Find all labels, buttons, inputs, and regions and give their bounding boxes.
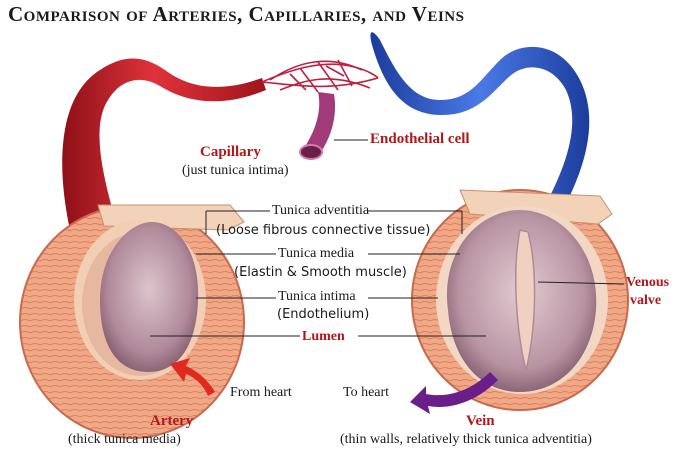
to-heart-arrow <box>410 372 498 414</box>
from-heart-label: From heart <box>230 385 292 400</box>
tunica-adventitia-note: (Loose fibrous connective tissue) <box>216 223 431 238</box>
leader-lines <box>150 139 625 337</box>
capillary-label: Capillary <box>200 144 261 160</box>
vein-tube <box>370 32 590 215</box>
venous-valve-label-line1: Venous <box>626 275 670 290</box>
diagram-title: Comparison of Arteries, Capillaries, and… <box>8 2 465 26</box>
capillary-tube <box>304 92 336 156</box>
tunica-intima-label: Tunica intima <box>278 289 356 304</box>
tunica-media-label: Tunica media <box>278 246 355 261</box>
venous-valve-label-line2: valve <box>630 293 662 308</box>
capillary-network <box>261 59 379 93</box>
artery-note: (thick tunica media) <box>68 432 181 447</box>
artery-lumen <box>100 222 199 372</box>
from-heart-arrow <box>170 358 215 396</box>
vein-cross-section <box>411 189 629 411</box>
tunica-intima-note: (Endothelium) <box>277 307 370 322</box>
endothelial-cell-label: Endothelial cell <box>370 131 470 147</box>
to-heart-label: To heart <box>343 385 390 400</box>
tunica-adventitia-label: Tunica adventitia <box>272 203 370 218</box>
artery-cross-section <box>19 204 245 439</box>
capillary-opening <box>299 144 323 160</box>
artery-label: Artery <box>150 413 194 429</box>
vein-note: (thin walls, relatively thick tunica adv… <box>340 432 592 447</box>
venous-valve <box>515 229 536 371</box>
vein-label: Vein <box>466 413 495 429</box>
tunica-media-note: (Elastin & Smooth muscle) <box>234 265 407 280</box>
lumen-label: Lumen <box>302 329 345 344</box>
capillary-note: (just tunica intima) <box>182 163 289 178</box>
